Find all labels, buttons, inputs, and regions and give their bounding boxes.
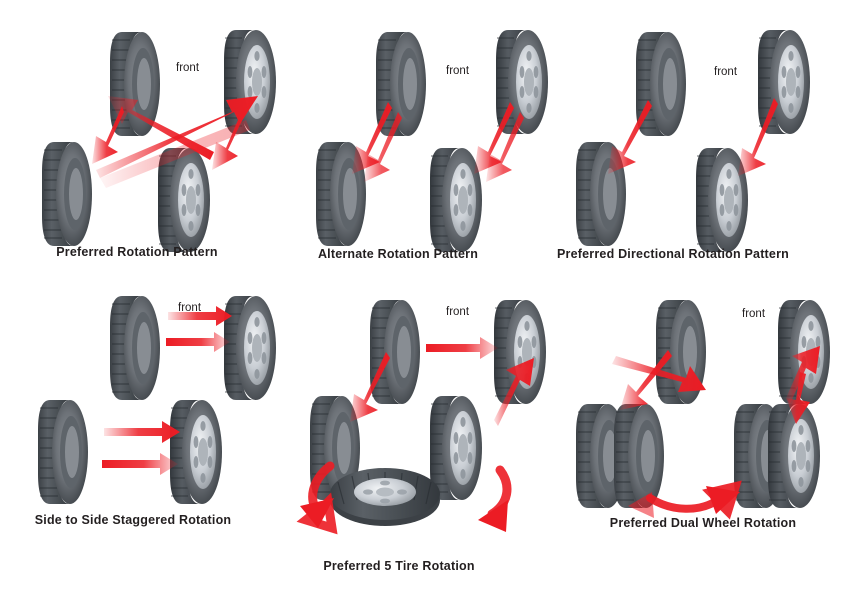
arrow-rear-right-to-front-right [494,358,534,426]
arrow-front-left-to-rear-left-inner [620,350,672,410]
arrow-rear-left-to-rear-right [628,480,742,520]
panel-preferred-rotation-pattern [41,29,277,253]
arrow-spare-to-rear-right [478,465,512,532]
front-right-tire [493,299,547,405]
panel-alternate-rotation-pattern [315,29,549,253]
rear-left-tire [575,141,627,247]
rear-left-tire [315,141,367,247]
panel-preferred-dual-wheel-rotation [575,299,831,520]
front-right-tire [757,29,811,135]
caption-panel-5: Preferred 5 Tire Rotation [323,559,475,573]
caption-panel-3: Preferred Directional Rotation Pattern [557,247,789,261]
spare-tire [329,467,441,527]
front-left-tire [375,31,427,137]
arrow-front-left-to-rear-left [350,352,390,422]
front-left-tire [655,299,707,405]
arrow-front-right-to-rear-right [474,102,524,182]
arrow-rear-left-to-spare [296,461,338,535]
caption-panel-6: Preferred Dual Wheel Rotation [609,516,797,530]
panel-preferred-5-tire-rotation [296,299,547,535]
arrow-front-right-to-front-left [426,337,498,359]
front-left-tire [109,31,161,137]
front-left-tire [635,31,687,137]
arrow-rear-left-outer-to-front-left [612,356,706,392]
rear-right-tire [157,147,211,253]
rear-right-tire [429,147,483,253]
rear-left-dual-tire-outer [575,403,627,509]
arrow-front-left-to-rear-left [92,106,124,164]
front-left-tire [369,299,421,405]
arrow-rear-right-to-rear-left [102,453,178,475]
arrow-rear-left-to-front-right [96,96,258,178]
rear-left-tire [41,141,93,247]
arrow-rear-right-to-front-right [786,346,820,404]
arrow-front-right-to-rear-right [738,98,778,176]
rear-right-tire [695,147,749,253]
front-label-panel-3: front [714,66,738,78]
rear-left-tire [37,399,89,505]
rear-right-tire [429,395,483,501]
front-label-panel-6: front [742,308,766,320]
rear-right-dual-tire-outer [767,403,821,509]
rear-left-dual-tire-inner [613,403,665,509]
arrow-rear-left-to-rear-right [104,421,180,443]
front-right-tire [777,299,831,405]
front-right-tire [223,295,277,401]
panel-preferred-directional-rotation-pattern [575,29,811,253]
front-left-tire [109,295,161,401]
front-right-tire [495,29,549,135]
front-right-tire [223,29,277,135]
arrow-front-right-to-rear-right [786,372,810,424]
front-label-panel-4: front [178,302,202,314]
rear-left-tire [309,395,361,501]
caption-panel-2: Alternate Rotation Pattern [317,247,479,261]
arrow-front-right-to-front-left [166,332,230,352]
rear-right-tire [169,399,223,505]
arrow-front-left-to-rear-left [608,100,652,174]
caption-panel-1: Preferred Rotation Pattern [56,245,218,259]
front-label-panel-5: front [446,306,470,318]
front-label-panel-1: front [176,62,200,74]
front-label-panel-2: front [446,65,470,77]
arrow-front-right-to-rear-right [212,106,246,170]
panel-side-to-side-staggered-rotation [37,295,277,505]
arrow-front-left-to-rear-left [352,102,402,182]
arrow-rear-right-to-front-left [108,96,214,160]
caption-panel-4: Side to Side Staggered Rotation [34,513,232,527]
rear-right-dual-tire-inner [733,403,785,509]
